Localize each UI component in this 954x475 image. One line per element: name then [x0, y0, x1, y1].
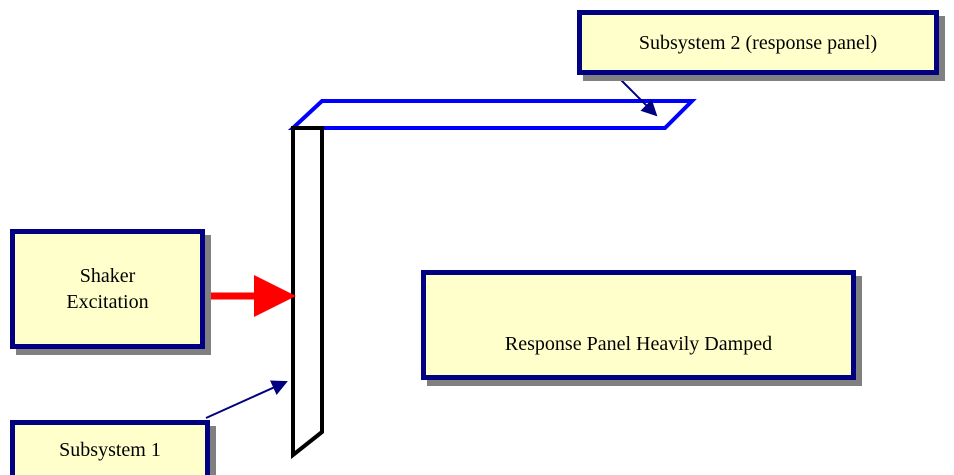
subsystem-1-panel-shape — [291, 126, 324, 460]
shaker-label-line-2: Excitation — [66, 291, 149, 313]
response-damped-label: Response Panel Heavily Damped — [504, 333, 773, 355]
shaker-excitation-box: Shaker Excitation — [10, 229, 205, 349]
subsystem-1-label: Subsystem 1 — [59, 439, 161, 461]
shaker-label-line-1: Shaker — [79, 265, 136, 287]
subsystem-2-leader-arrow — [617, 76, 658, 117]
response-panel-shape — [287, 99, 697, 130]
response-damped-box: Response Panel Heavily Damped — [421, 270, 856, 380]
subsystem-2-box: Subsystem 2 (response panel) — [577, 10, 939, 75]
shaker-excitation-label: Shaker Excitation — [66, 263, 148, 315]
subsystem-2-label: Subsystem 2 (response panel) — [638, 31, 878, 54]
subsystem-1-leader-arrow — [205, 380, 288, 419]
subsystem-1-box: Subsystem 1 — [10, 420, 210, 475]
